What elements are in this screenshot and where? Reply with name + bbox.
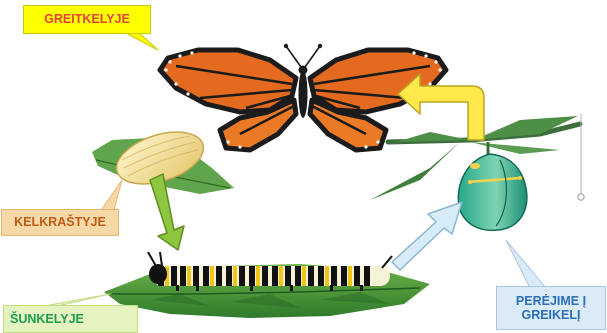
side-marker bbox=[578, 114, 584, 200]
caterpillar-icon bbox=[104, 252, 430, 318]
label-butterfly-text: GREITKELYJE bbox=[44, 12, 130, 26]
label-butterfly-stage: GREITKELYJE bbox=[23, 5, 151, 34]
arrow-larva-to-pupa bbox=[392, 202, 462, 270]
label-larva-stage: ŠUNKELYJE bbox=[3, 305, 138, 333]
label-pupa-line2: GREIKELĮ bbox=[521, 308, 580, 322]
arrow-pupa-to-butterfly bbox=[398, 74, 484, 140]
label-pupa-stage: PERĖJIME Į GREIKELĮ bbox=[496, 286, 606, 330]
label-egg-stage: KELKRAŠTYJE bbox=[1, 209, 119, 236]
label-pupa-line1: PERĖJIME Į bbox=[516, 294, 586, 308]
label-larva-text: ŠUNKELYJE bbox=[10, 312, 84, 326]
label-egg-text: KELKRAŠTYJE bbox=[14, 215, 106, 229]
